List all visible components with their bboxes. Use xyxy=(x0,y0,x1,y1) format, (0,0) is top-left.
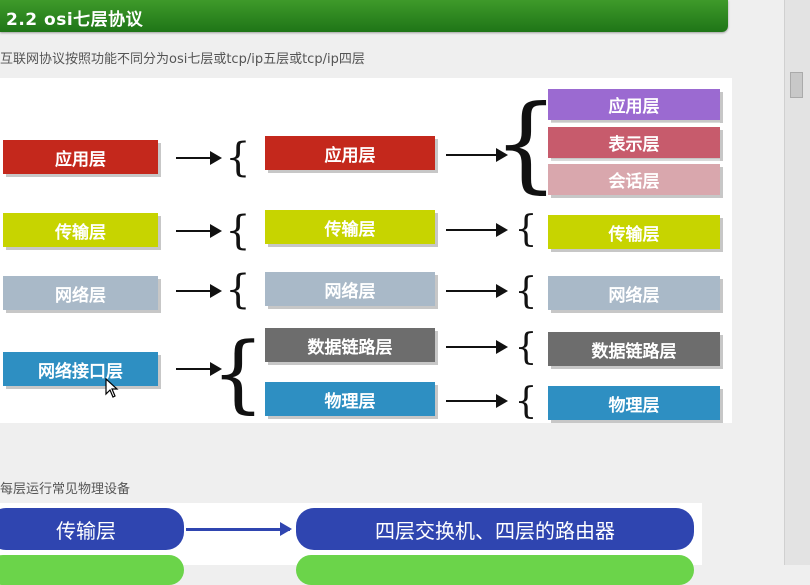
arrow-7 xyxy=(446,284,508,298)
col3-session-layer: 会话层 xyxy=(548,159,720,195)
brace-icon: { xyxy=(514,327,538,368)
col2-network-layer: 网络层 xyxy=(265,267,435,306)
brace-icon: { xyxy=(514,381,538,422)
arrow-4 xyxy=(176,362,222,376)
next-layer-pill xyxy=(0,555,184,585)
device-name-pill: 四层交换机、四层的路由器 xyxy=(296,508,694,550)
col1-transport-layer: 传输层 xyxy=(3,208,158,247)
col2-datalink-layer: 数据链路层 xyxy=(265,323,435,362)
arrow-5 xyxy=(446,148,508,162)
col3-presentation-layer: 表示层 xyxy=(548,122,720,158)
col1-application-layer: 应用层 xyxy=(3,135,158,174)
brace-icon: { xyxy=(514,209,538,250)
device-layer-pill: 传输层 xyxy=(0,508,184,550)
devices-section-label: 每层运行常见物理设备 xyxy=(0,482,131,497)
col3-network-layer: 网络层 xyxy=(548,271,720,310)
col1-network-interface-layer: 网络接口层 xyxy=(3,347,158,386)
col1-network-layer: 网络层 xyxy=(3,271,158,310)
col3-application-layer: 应用层 xyxy=(548,84,720,120)
col2-transport-layer: 传输层 xyxy=(265,205,435,244)
osi-layer-diagram: 应用层 传输层 网络层 网络接口层 { { { { 应用层 传输层 网络层 数据… xyxy=(0,78,732,423)
arrow-6 xyxy=(446,223,508,237)
section-title-bar: 2.2 osi七层协议 xyxy=(0,0,728,32)
arrow-9 xyxy=(446,394,508,408)
col2-physical-layer: 物理层 xyxy=(265,377,435,416)
brace-icon: { xyxy=(514,271,538,312)
brace-icon: { xyxy=(211,324,265,422)
brace-icon: { xyxy=(492,82,560,204)
col3-physical-layer: 物理层 xyxy=(548,381,720,420)
next-device-pill xyxy=(296,555,694,585)
arrow-2 xyxy=(176,224,222,238)
arrow-8 xyxy=(446,340,508,354)
section-title: 2.2 osi七层协议 xyxy=(6,10,144,30)
arrow-1 xyxy=(176,151,222,165)
vertical-scrollbar[interactable] xyxy=(784,0,810,565)
col3-datalink-layer: 数据链路层 xyxy=(548,327,720,366)
section-subtitle: 互联网协议按照功能不同分为osi七层或tcp/ip五层或tcp/ip四层 xyxy=(0,52,365,67)
device-arrow xyxy=(186,522,292,536)
col3-transport-layer: 传输层 xyxy=(548,210,720,249)
brace-icon: { xyxy=(225,208,251,254)
brace-icon: { xyxy=(225,135,251,181)
col2-application-layer: 应用层 xyxy=(265,131,435,170)
brace-icon: { xyxy=(225,267,251,313)
arrow-3 xyxy=(176,284,222,298)
scrollbar-thumb[interactable] xyxy=(790,72,803,98)
mouse-cursor-icon xyxy=(105,378,119,398)
devices-diagram: 传输层 四层交换机、四层的路由器 xyxy=(0,503,702,585)
